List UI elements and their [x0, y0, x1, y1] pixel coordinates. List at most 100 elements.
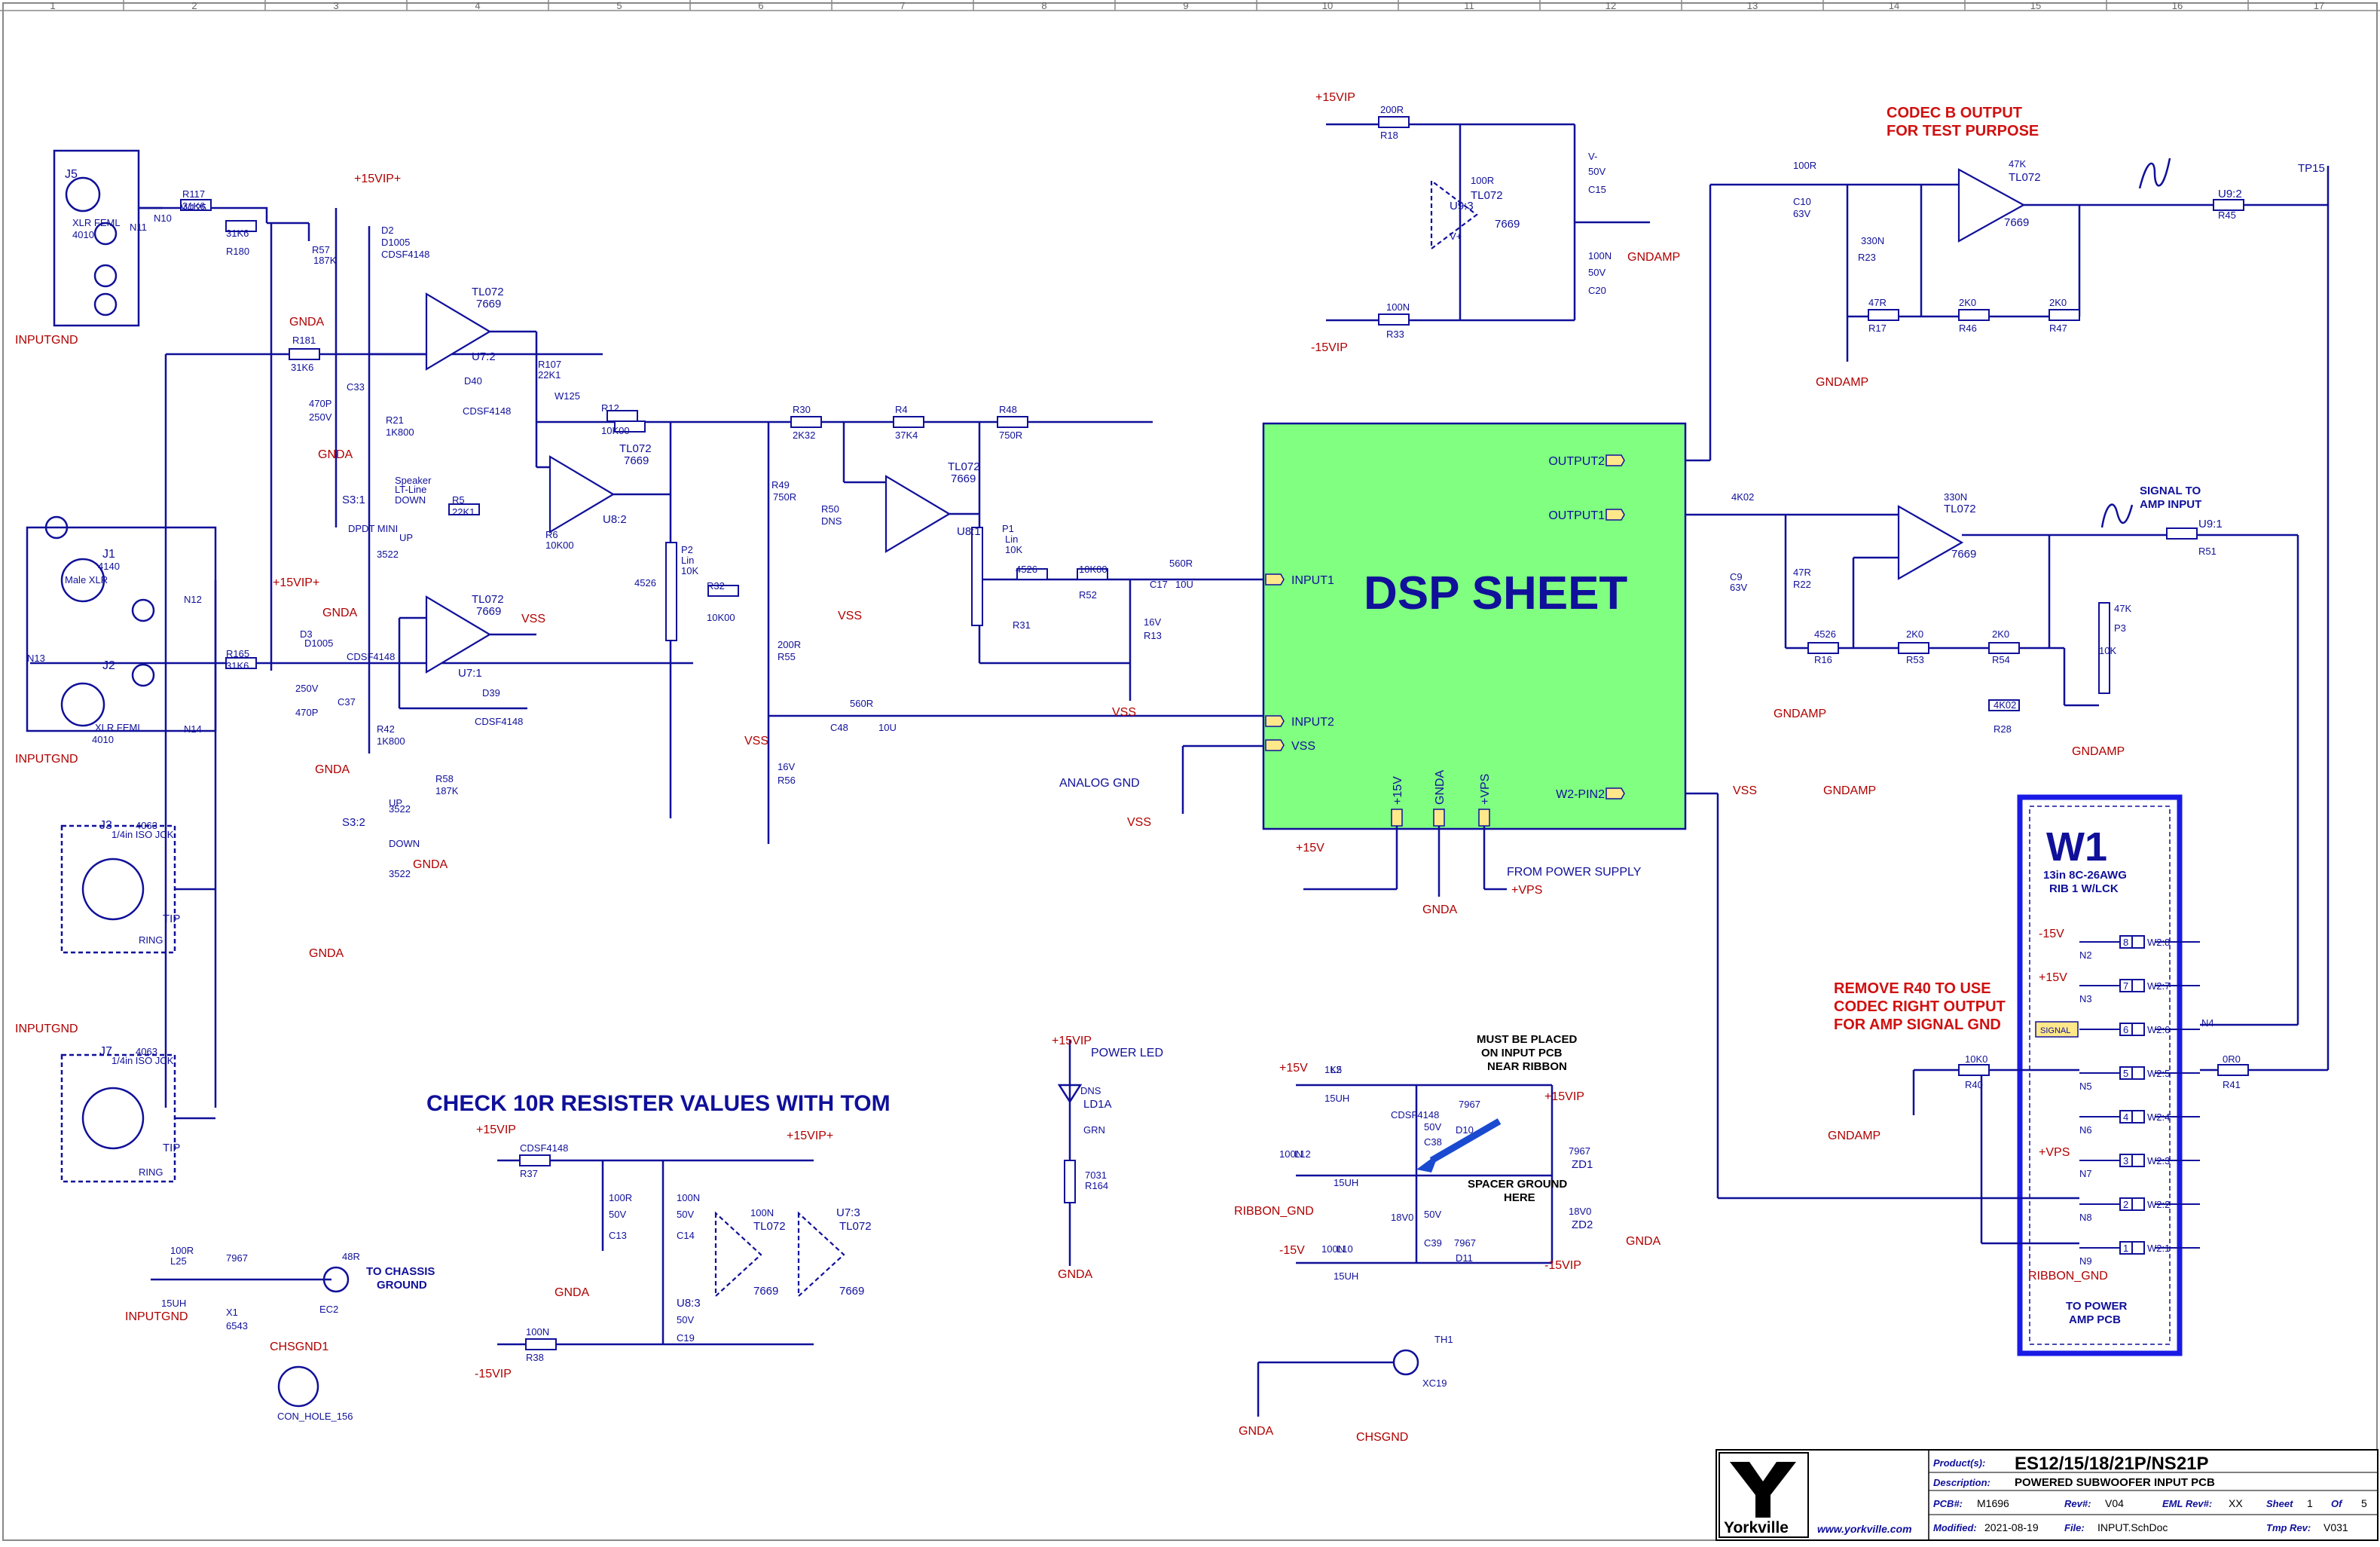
w1-pin-node: N9: [2079, 1255, 2092, 1267]
tb-tmp: V031: [2323, 1521, 2348, 1533]
component-label: R40: [1965, 1079, 1983, 1090]
component-label: C20: [1588, 285, 1606, 296]
component-label: R32: [707, 580, 725, 592]
component-label: 100N: [677, 1192, 700, 1203]
w1-footer1: TO POWER: [2066, 1300, 2128, 1313]
component-label: XLR FEML: [72, 217, 121, 228]
port-output2: [1606, 454, 1625, 466]
component-label: XLR FEML: [95, 722, 143, 733]
resistor-body: [2049, 309, 2080, 321]
ruler-number: 8: [1041, 0, 1046, 11]
ruler-number: 17: [2314, 0, 2324, 11]
component-label: 7669: [2004, 216, 2029, 229]
component-label: 37K4: [895, 430, 918, 441]
component-label: U8:1: [957, 525, 981, 538]
component-label: C14: [677, 1230, 695, 1241]
component-label: L12: [1294, 1148, 1311, 1160]
component-label: L2: [1331, 1064, 1341, 1075]
component-label: R38: [526, 1352, 544, 1363]
component-label: U7:1: [458, 667, 482, 680]
power-net-label: INPUTGND: [15, 753, 78, 766]
power-net-label: GNDAMP: [1816, 376, 1868, 389]
w1-pin-tab: [2131, 1154, 2145, 1167]
component-label: 330N: [1861, 235, 1884, 246]
note-remove-r40-1: REMOVE R40 TO USE: [1834, 980, 1991, 997]
component-label: R53: [1906, 654, 1924, 665]
note-signal-to-2: AMP INPUT: [2140, 498, 2201, 511]
component-label: 16V: [778, 761, 795, 772]
component-label: R18: [1380, 130, 1398, 141]
w1-sub1: 13in 8C-26AWG: [2043, 869, 2127, 882]
component-label: N13: [27, 653, 45, 664]
power-net-label: GNDAMP: [1774, 708, 1826, 720]
component-label: R51: [2198, 546, 2217, 557]
component-label: 31K6: [226, 228, 249, 239]
component-label: R23: [1858, 252, 1876, 263]
component-label: Lin: [681, 555, 694, 566]
component-label: 4140: [98, 561, 120, 572]
ruler-number: 6: [758, 0, 763, 11]
w1-pin-tab: [2131, 1241, 2145, 1255]
power-net-label: GNDA: [1626, 1235, 1661, 1248]
component-label: P2: [681, 544, 693, 555]
resistor-body: [2217, 1064, 2249, 1076]
dsp-sheet-block[interactable]: [1262, 422, 1687, 830]
ruler-number: 2: [191, 0, 197, 11]
w1-pin-tab: [2131, 935, 2145, 949]
component-label: U8:3: [677, 1297, 701, 1310]
component-label: TL072: [472, 286, 504, 298]
resistor-body: [997, 416, 1028, 428]
component-label: 2K0: [1906, 628, 1923, 640]
ruler-number: 10: [1322, 0, 1333, 11]
resistor-body: [525, 1338, 557, 1350]
output1-label: OUTPUT1: [1548, 509, 1605, 522]
resistor-body: [1898, 642, 1929, 654]
power-net-label: VSS: [1112, 706, 1136, 719]
w1-pin-number: 2: [2123, 1199, 2128, 1210]
resistor-body: [180, 199, 212, 211]
output2-label: OUTPUT2: [1548, 455, 1605, 468]
resistor-body: [707, 585, 739, 597]
w1-connector-block[interactable]: [2017, 794, 2183, 1356]
tb-rev-label: Rev#:: [2064, 1498, 2091, 1509]
component-label: TL072: [2009, 171, 2041, 184]
component-label: R49: [771, 479, 790, 491]
port-input2: [1265, 715, 1285, 727]
power-net-label: GNDA: [315, 763, 350, 776]
component-label: 1/4in ISO JCK: [112, 1055, 174, 1066]
component-label: D39: [482, 687, 500, 699]
component-label: R46: [1959, 323, 1977, 334]
w1-pin-tab: [2131, 1066, 2145, 1080]
p15v-label: +15V: [1392, 776, 1404, 805]
component-label: R56: [778, 775, 796, 786]
component-label: R107: [538, 359, 561, 370]
component-label: 100R: [1471, 175, 1494, 186]
note-spacer-2: HERE: [1504, 1191, 1535, 1204]
component-label: 22K1: [452, 506, 475, 518]
component-label: R6: [545, 529, 558, 540]
tb-file-label: File:: [2064, 1522, 2085, 1533]
w1-pin-number: 8: [2123, 937, 2128, 948]
component-label: 22K1: [538, 369, 561, 381]
resistor-body: [225, 220, 257, 232]
component-label: 50V: [1424, 1121, 1441, 1133]
power-net-label: VSS: [521, 613, 545, 625]
component-label: CON_HOLE_156: [277, 1411, 353, 1422]
component-label: 7669: [753, 1285, 778, 1298]
component-label: R180: [226, 246, 249, 257]
w1-pin-tab: [2131, 1197, 2145, 1211]
component-label: U7:2: [472, 350, 496, 363]
component-label: W125: [555, 390, 580, 402]
ruler-number: 4: [475, 0, 480, 11]
power-net-label: +15VIP: [1315, 91, 1355, 104]
resistor-body: [448, 503, 480, 515]
component-label: N11: [130, 222, 147, 233]
w1-pin-number: 4: [2123, 1111, 2128, 1123]
component-label: CDSF4148: [520, 1142, 568, 1154]
w1-footer2: AMP PCB: [2069, 1313, 2121, 1326]
note-remove-r40-3: FOR AMP SIGNAL GND: [1834, 1017, 2001, 1033]
component-label: RING: [139, 1166, 163, 1178]
component-label: LD1A: [1083, 1098, 1112, 1111]
